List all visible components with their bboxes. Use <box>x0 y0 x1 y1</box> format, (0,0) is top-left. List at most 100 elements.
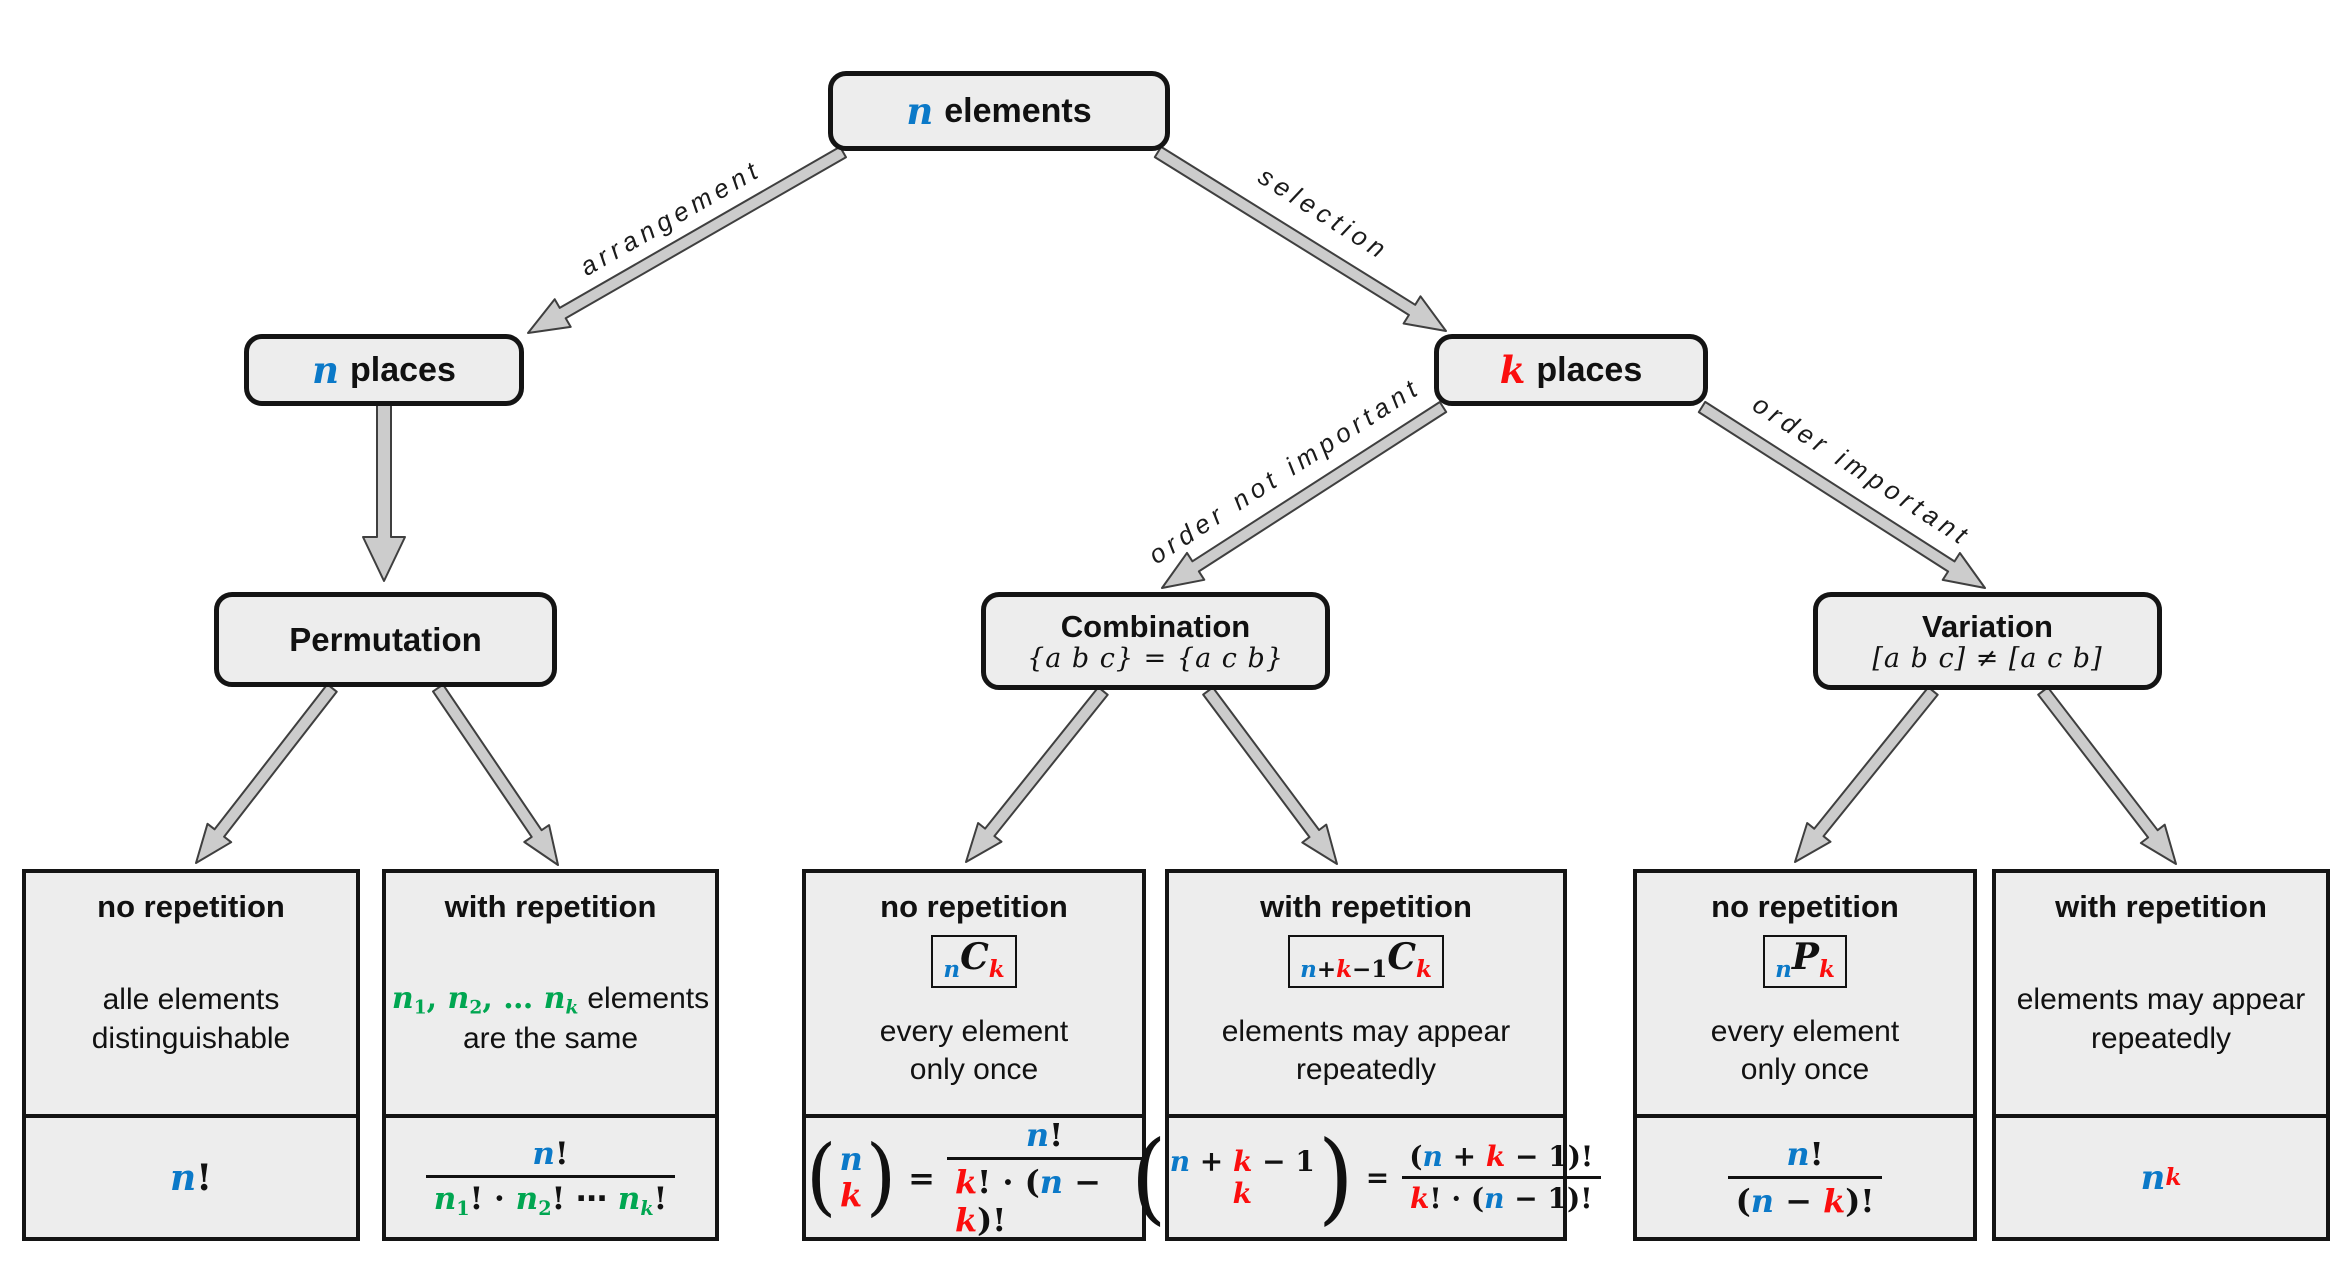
math-token: 2 <box>469 997 483 1019</box>
math-token: n <box>1025 1116 1050 1154</box>
card-description: every element only once <box>880 1013 1068 1090</box>
math-token: P <box>1791 936 1819 978</box>
card-title: no repetition <box>880 889 1068 924</box>
math-token: C <box>960 936 989 978</box>
math-token: k <box>1823 1182 1846 1220</box>
math-token: + <box>1442 1140 1486 1173</box>
node-label: Combination <box>1060 608 1251 644</box>
math-k: k <box>1499 348 1526 392</box>
math-token: ( <box>1130 1119 1167 1235</box>
arrow <box>362 404 406 582</box>
description-line: distinguishable <box>91 1021 291 1055</box>
card-title: no repetition <box>97 889 285 924</box>
math-token: + <box>1316 956 1337 984</box>
arrow <box>432 683 559 866</box>
arrow <box>965 686 1109 863</box>
math-token: n <box>2140 1157 2166 1198</box>
math-token: k <box>1409 1182 1430 1215</box>
arrow <box>1153 145 1447 332</box>
math-token: n <box>1750 1182 1774 1220</box>
math-token: ) <box>1317 1119 1354 1235</box>
math-token: = <box>1365 1161 1390 1194</box>
description-line: every element <box>1710 1014 1900 1048</box>
math-token: n <box>543 981 566 1017</box>
math-token: ! ⋯ <box>551 1180 618 1217</box>
node-variation: Variation [a b c] ≠ [a c b] <box>1813 592 2162 690</box>
card-formula: n! n1! · n2! ⋯ nk! <box>386 1118 715 1237</box>
math-token: n <box>1039 1163 1063 1201</box>
math-token: n <box>1775 956 1792 984</box>
notation-badge-nPk: nPk <box>1763 935 1847 989</box>
math-token: 2 <box>538 1196 552 1220</box>
math-token: −1 <box>1352 956 1388 984</box>
math-token: )! <box>1845 1182 1875 1220</box>
math-token: k <box>839 1175 863 1214</box>
description-line: only once <box>1740 1053 1870 1087</box>
math-token: k <box>1336 956 1353 984</box>
description-text: elements <box>587 982 710 1016</box>
math-token: 1 <box>413 997 427 1019</box>
notation-badge-n+k-1Ck: n+k−1Ck <box>1288 935 1444 989</box>
math-token: k <box>2165 1164 2182 1191</box>
math-token: )! <box>977 1201 1007 1239</box>
math-token: n <box>391 981 414 1017</box>
math-token: − 1)! <box>1504 1182 1593 1215</box>
card-title: with repetition <box>2055 889 2267 924</box>
card-variation-with-repetition: with repetition elements may appear repe… <box>1992 869 2330 1241</box>
card-title: with repetition <box>1260 889 1472 924</box>
card-permutation-no-repetition: no repetition alle elements distinguisha… <box>22 869 360 1241</box>
math-token: k <box>954 1163 978 1201</box>
math-token: ) <box>865 1128 897 1226</box>
math-token: n <box>1484 1182 1505 1215</box>
math-token: ! · ( <box>977 1163 1040 1201</box>
description-line: are the same <box>462 1022 639 1056</box>
node-permutation: Permutation <box>214 592 557 687</box>
math-token: k <box>954 1201 978 1239</box>
description-line: elements may appear <box>2016 983 2306 1017</box>
node-label: Variation <box>1922 608 2053 644</box>
math-token: ! <box>554 1135 569 1172</box>
node-label: places <box>350 350 456 389</box>
node-subtitle: [a b c] ≠ [a c b] <box>1872 643 2103 675</box>
card-formula: n! <box>26 1118 356 1237</box>
math-token: k <box>1233 1145 1253 1179</box>
arrow <box>1161 401 1448 589</box>
math-token: n <box>1422 1140 1443 1173</box>
arrow <box>1794 686 1939 863</box>
math-token: − 1 <box>1505 1140 1568 1173</box>
math-token: n <box>943 956 961 984</box>
math-token: − <box>1063 1163 1101 1201</box>
math-token: n <box>532 1135 555 1172</box>
math-token: ! <box>1809 1135 1824 1173</box>
math-token: n <box>617 1180 641 1217</box>
node-label: elements <box>944 91 1092 130</box>
description-line: elements may appear <box>1221 1014 1511 1048</box>
math-token: n <box>1169 1145 1191 1179</box>
math-token: ! · ( <box>1429 1182 1485 1215</box>
arrow <box>2037 686 2177 865</box>
math-token: , … <box>482 981 544 1017</box>
math-token: k <box>1485 1140 1506 1173</box>
math-token: n <box>839 1139 863 1178</box>
node-label: places <box>1536 350 1643 389</box>
arrow <box>1202 686 1338 865</box>
node-label: Permutation <box>289 620 482 658</box>
description-line: only once <box>909 1053 1039 1087</box>
math-token: = <box>908 1158 935 1197</box>
math-token: k <box>1415 956 1432 984</box>
card-description: elements may appear repeatedly <box>2017 981 2306 1058</box>
math-token: ! <box>1049 1116 1064 1154</box>
math-token: ( <box>806 1128 837 1226</box>
description-line: alle elements <box>102 983 280 1017</box>
card-title: no repetition <box>1711 889 1899 924</box>
